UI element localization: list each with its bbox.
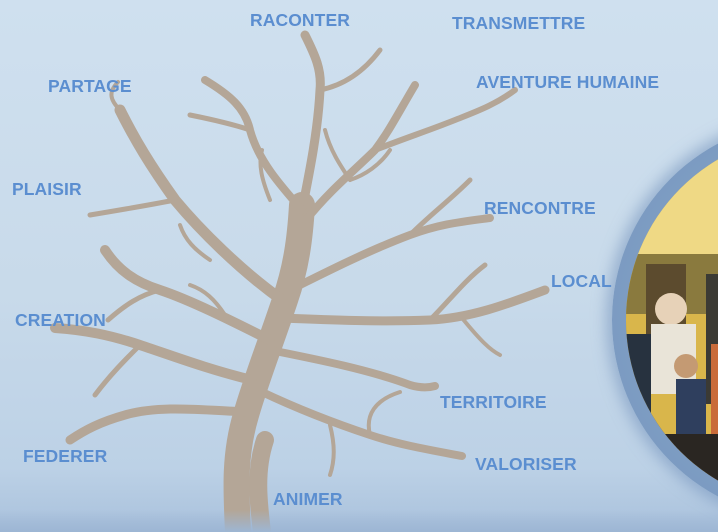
bottom-band xyxy=(0,510,718,532)
word-territoire: TERRITOIRE xyxy=(440,392,547,412)
word-plaisir: PLAISIR xyxy=(12,179,82,199)
word-raconter: RACONTER xyxy=(250,10,350,30)
word-transmettre: TRANSMETTRE xyxy=(452,13,586,33)
word-animer: ANIMER xyxy=(273,489,343,509)
event-photo xyxy=(626,134,718,506)
photo-contents xyxy=(626,134,718,506)
photo-frame xyxy=(612,120,718,520)
word-partage: PARTAGE xyxy=(48,76,132,96)
word-federer: FEDERER xyxy=(23,446,108,466)
word-valoriser: VALORISER xyxy=(475,454,577,474)
photo-ring xyxy=(612,120,718,520)
word-aventure-humaine: AVENTURE HUMAINE xyxy=(476,72,660,92)
word-local: LOCAL xyxy=(551,271,612,291)
word-rencontre: RENCONTRE xyxy=(484,198,596,218)
word-creation: CREATION xyxy=(15,310,106,330)
